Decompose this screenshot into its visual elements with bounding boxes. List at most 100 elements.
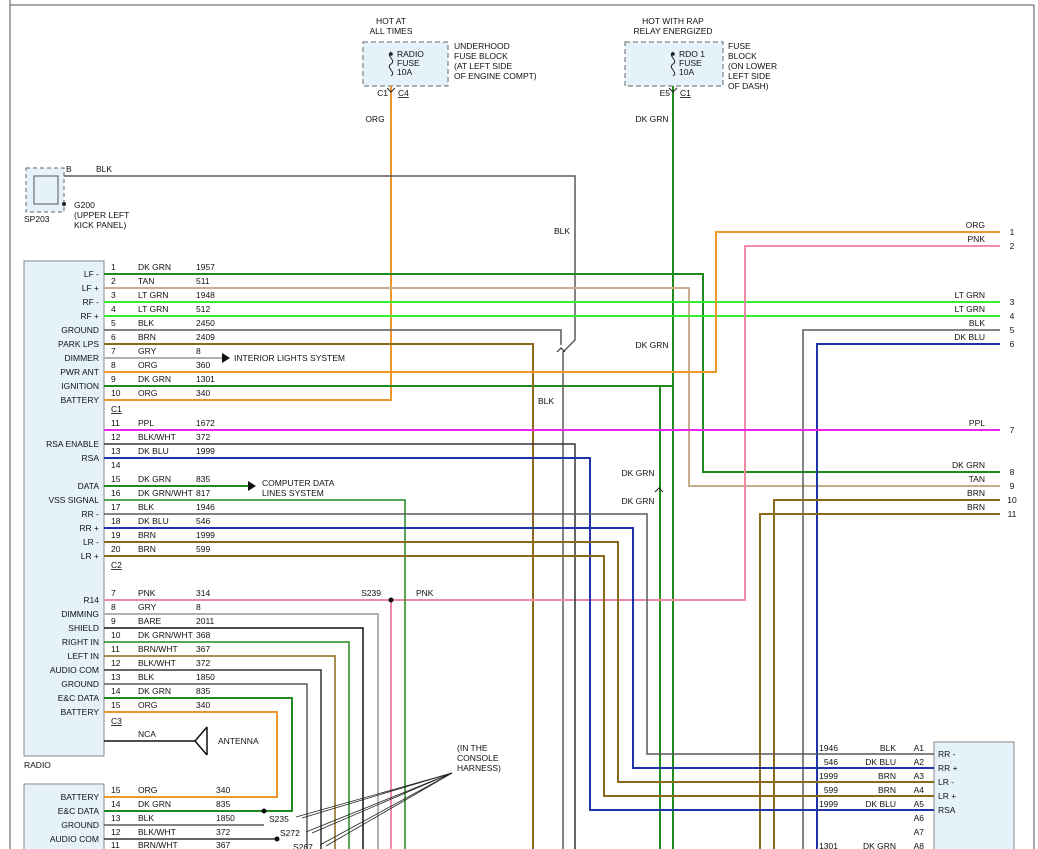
c3-label: RIGHT IN [62, 637, 99, 647]
c2-circuit: 1946 [196, 502, 215, 512]
c3-circuit: 367 [196, 644, 210, 654]
ref-computer-data: COMPUTER DATA [262, 478, 335, 488]
right-edge-color: DK GRN [952, 460, 985, 470]
m2-color: ORG [138, 785, 157, 795]
amp-pin: A5 [914, 799, 925, 809]
ground-location: (UPPER LEFT [74, 210, 129, 220]
c1-pin: 4 [111, 304, 116, 314]
c2-pin: 13 [111, 446, 121, 456]
brn10-feed-wire [773, 499, 1000, 849]
c1-color: LT GRN [138, 304, 168, 314]
connector-chevron-icon [668, 87, 678, 93]
m2-pin: 13 [111, 813, 121, 823]
c2-pin: 20 [111, 544, 121, 554]
c1-label: RF - [82, 297, 99, 307]
wire-tag-dkgrn: DK GRN [621, 468, 654, 478]
ground-splice-label: SP203 [24, 214, 50, 224]
c1-label: LF - [84, 269, 99, 279]
c3-pin: 9 [111, 616, 116, 626]
c2-color: BRN [138, 530, 156, 540]
right-edge-num: 1 [1010, 227, 1015, 237]
callout-line [311, 772, 453, 834]
connector-chevron-icon [386, 87, 396, 93]
ground-c3-wire [104, 683, 308, 849]
wires [64, 86, 1000, 849]
shield-wire [104, 627, 364, 849]
park-lps-wire [104, 343, 534, 849]
fuse-heading: ALL TIMES [370, 26, 413, 36]
amp-pin: A1 [914, 743, 925, 753]
c1-color: DK GRN [138, 262, 171, 272]
amp-label: RR - [938, 749, 956, 759]
fuse-name: RADIO [397, 49, 424, 59]
fuse-name: FUSE [679, 58, 702, 68]
rr-minus-wire [104, 513, 934, 755]
m2-pin: 11 [111, 840, 120, 849]
c1-pin: 6 [111, 332, 116, 342]
ground-blk-wire [64, 175, 576, 849]
radio-fuse-battery-wire [104, 86, 392, 401]
right-edge-color: TAN [969, 474, 985, 484]
amp-pin: A8 [914, 841, 925, 849]
c2-circuit: 835 [196, 474, 210, 484]
c2-connector-label: C2 [111, 560, 122, 570]
right-edge-num: 10 [1007, 495, 1017, 505]
c3-color: BLK [138, 672, 154, 682]
c3-label: DIMMING [61, 609, 99, 619]
amp-color: DK BLU [865, 757, 896, 767]
radio-label: RADIO [24, 760, 51, 770]
right-edge-color: PPL [969, 418, 985, 428]
ec-data-wire [104, 697, 293, 812]
m2-color: BLK/WHT [138, 827, 176, 837]
m2-circuit: 340 [216, 785, 230, 795]
fuse-block-label: FUSE [728, 41, 751, 51]
fuse-name: RDO 1 [679, 49, 705, 59]
m2-color: BLK [138, 813, 154, 823]
ignition-wire-drop [659, 385, 673, 849]
amp-circuit: 1946 [819, 743, 838, 753]
fuse-name: FUSE [397, 58, 420, 68]
callout-line [305, 772, 453, 833]
c3-label: E&C DATA [58, 693, 100, 703]
fuse-terminal-dot [671, 52, 675, 56]
ground-name: G200 [74, 200, 95, 210]
fuse-name: 10A [679, 67, 694, 77]
c3-pin: 13 [111, 672, 121, 682]
c3-pin: 12 [111, 658, 121, 668]
c3-circuit: 835 [196, 686, 210, 696]
c2-pin: 19 [111, 530, 121, 540]
sp203-box [25, 167, 65, 213]
reference-arrow-icon [248, 481, 256, 491]
c3-color: BRN/WHT [138, 644, 178, 654]
c2-color: DK GRN [138, 474, 171, 484]
c3-pin: 14 [111, 686, 121, 696]
c1-label: GROUND [61, 325, 99, 335]
right-edge-num: 7 [1010, 425, 1015, 435]
c3-circuit: 2011 [196, 616, 215, 626]
c1-pin: 3 [111, 290, 116, 300]
c2-label: LR + [81, 551, 99, 561]
c2-circuit: 1999 [196, 530, 215, 540]
c2-circuit: 1999 [196, 446, 215, 456]
c3-color: DK GRN/WHT [138, 630, 193, 640]
right-edge-color: LT GRN [955, 304, 985, 314]
rdo1-fuse-box [624, 41, 724, 87]
left-in-wire [104, 655, 336, 849]
callout-line [325, 772, 453, 847]
c1-pin: 8 [111, 360, 116, 370]
c1-circuit: 340 [196, 388, 210, 398]
m2-color: BRN/WHT [138, 840, 178, 849]
fuse-name: 10A [397, 67, 412, 77]
rsa-enable-wire [104, 443, 576, 849]
c2-color: DK GRN/WHT [138, 488, 193, 498]
m2-circuit: 1850 [216, 813, 235, 823]
right-edge-color: DK BLU [954, 332, 985, 342]
fuse-heading: RELAY ENERGIZED [633, 26, 712, 36]
amp-pin: A7 [914, 827, 925, 837]
rr-plus-wire [104, 527, 934, 769]
m2-label: GROUND [61, 820, 99, 830]
fuse-block-label: BLOCK [728, 51, 757, 61]
antenna-label: ANTENNA [218, 736, 259, 746]
right-edge-color: ORG [966, 220, 985, 230]
